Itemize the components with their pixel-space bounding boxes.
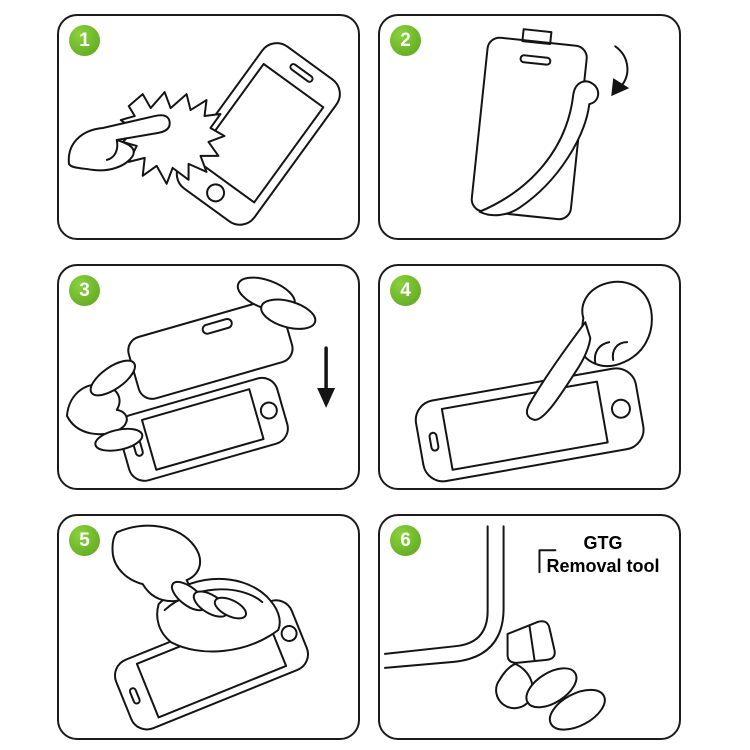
phone-icon: [175, 42, 341, 226]
holding-fingers-icon: [495, 662, 606, 731]
step-1-illustration: [67, 42, 341, 226]
phone-icon: [414, 367, 645, 483]
step-6-number: 6: [400, 529, 411, 551]
peeling-film-icon: [478, 80, 600, 217]
step-2-illustration: [470, 28, 630, 221]
down-arrow-icon: [317, 346, 336, 408]
upper-hand-icon: [236, 276, 317, 330]
step-5-illustration: [111, 524, 309, 731]
removal-tool-label-line2: Removal tool: [546, 555, 660, 576]
step-6-illustration: [383, 525, 606, 731]
step-2-number: 2: [400, 29, 411, 51]
step-1-panel: 1: [57, 14, 360, 240]
pressing-hand-icon: [525, 280, 653, 421]
step-3-badge: 3: [69, 275, 100, 306]
step-1-number: 1: [79, 29, 90, 51]
step-4-number: 4: [400, 279, 411, 301]
step-2-badge: 2: [390, 25, 421, 56]
label-pointer-icon: [538, 549, 557, 574]
step-4-panel: 4: [378, 264, 681, 490]
step-3-illustration: [65, 276, 336, 482]
removal-tool-icon: [506, 620, 556, 664]
removal-tool-label-line1: GTG: [583, 533, 623, 553]
hand-icon: [67, 114, 171, 172]
peel-direction-arrow-icon: [611, 45, 630, 97]
cleaning-cloth-icon: [119, 91, 226, 185]
device-corner-icon: [383, 525, 505, 669]
step-5-panel: 5: [57, 514, 360, 740]
step-5-badge: 5: [69, 525, 100, 556]
phone-icon: [117, 376, 289, 482]
step-6-badge: 6: [390, 525, 421, 556]
step-2-panel: 2: [378, 14, 681, 240]
hand-icon: [111, 524, 248, 620]
step-3-panel: 3: [57, 264, 360, 490]
step-6-panel: 6 GTG Removal tool: [378, 514, 681, 740]
step-4-badge: 4: [390, 275, 421, 306]
lower-hand-icon: [65, 359, 144, 452]
removal-tool-label: GTG Removal tool: [528, 532, 678, 577]
step-3-number: 3: [79, 279, 90, 301]
step-1-badge: 1: [69, 25, 100, 56]
step-4-illustration: [414, 280, 653, 483]
step-5-number: 5: [79, 529, 90, 551]
